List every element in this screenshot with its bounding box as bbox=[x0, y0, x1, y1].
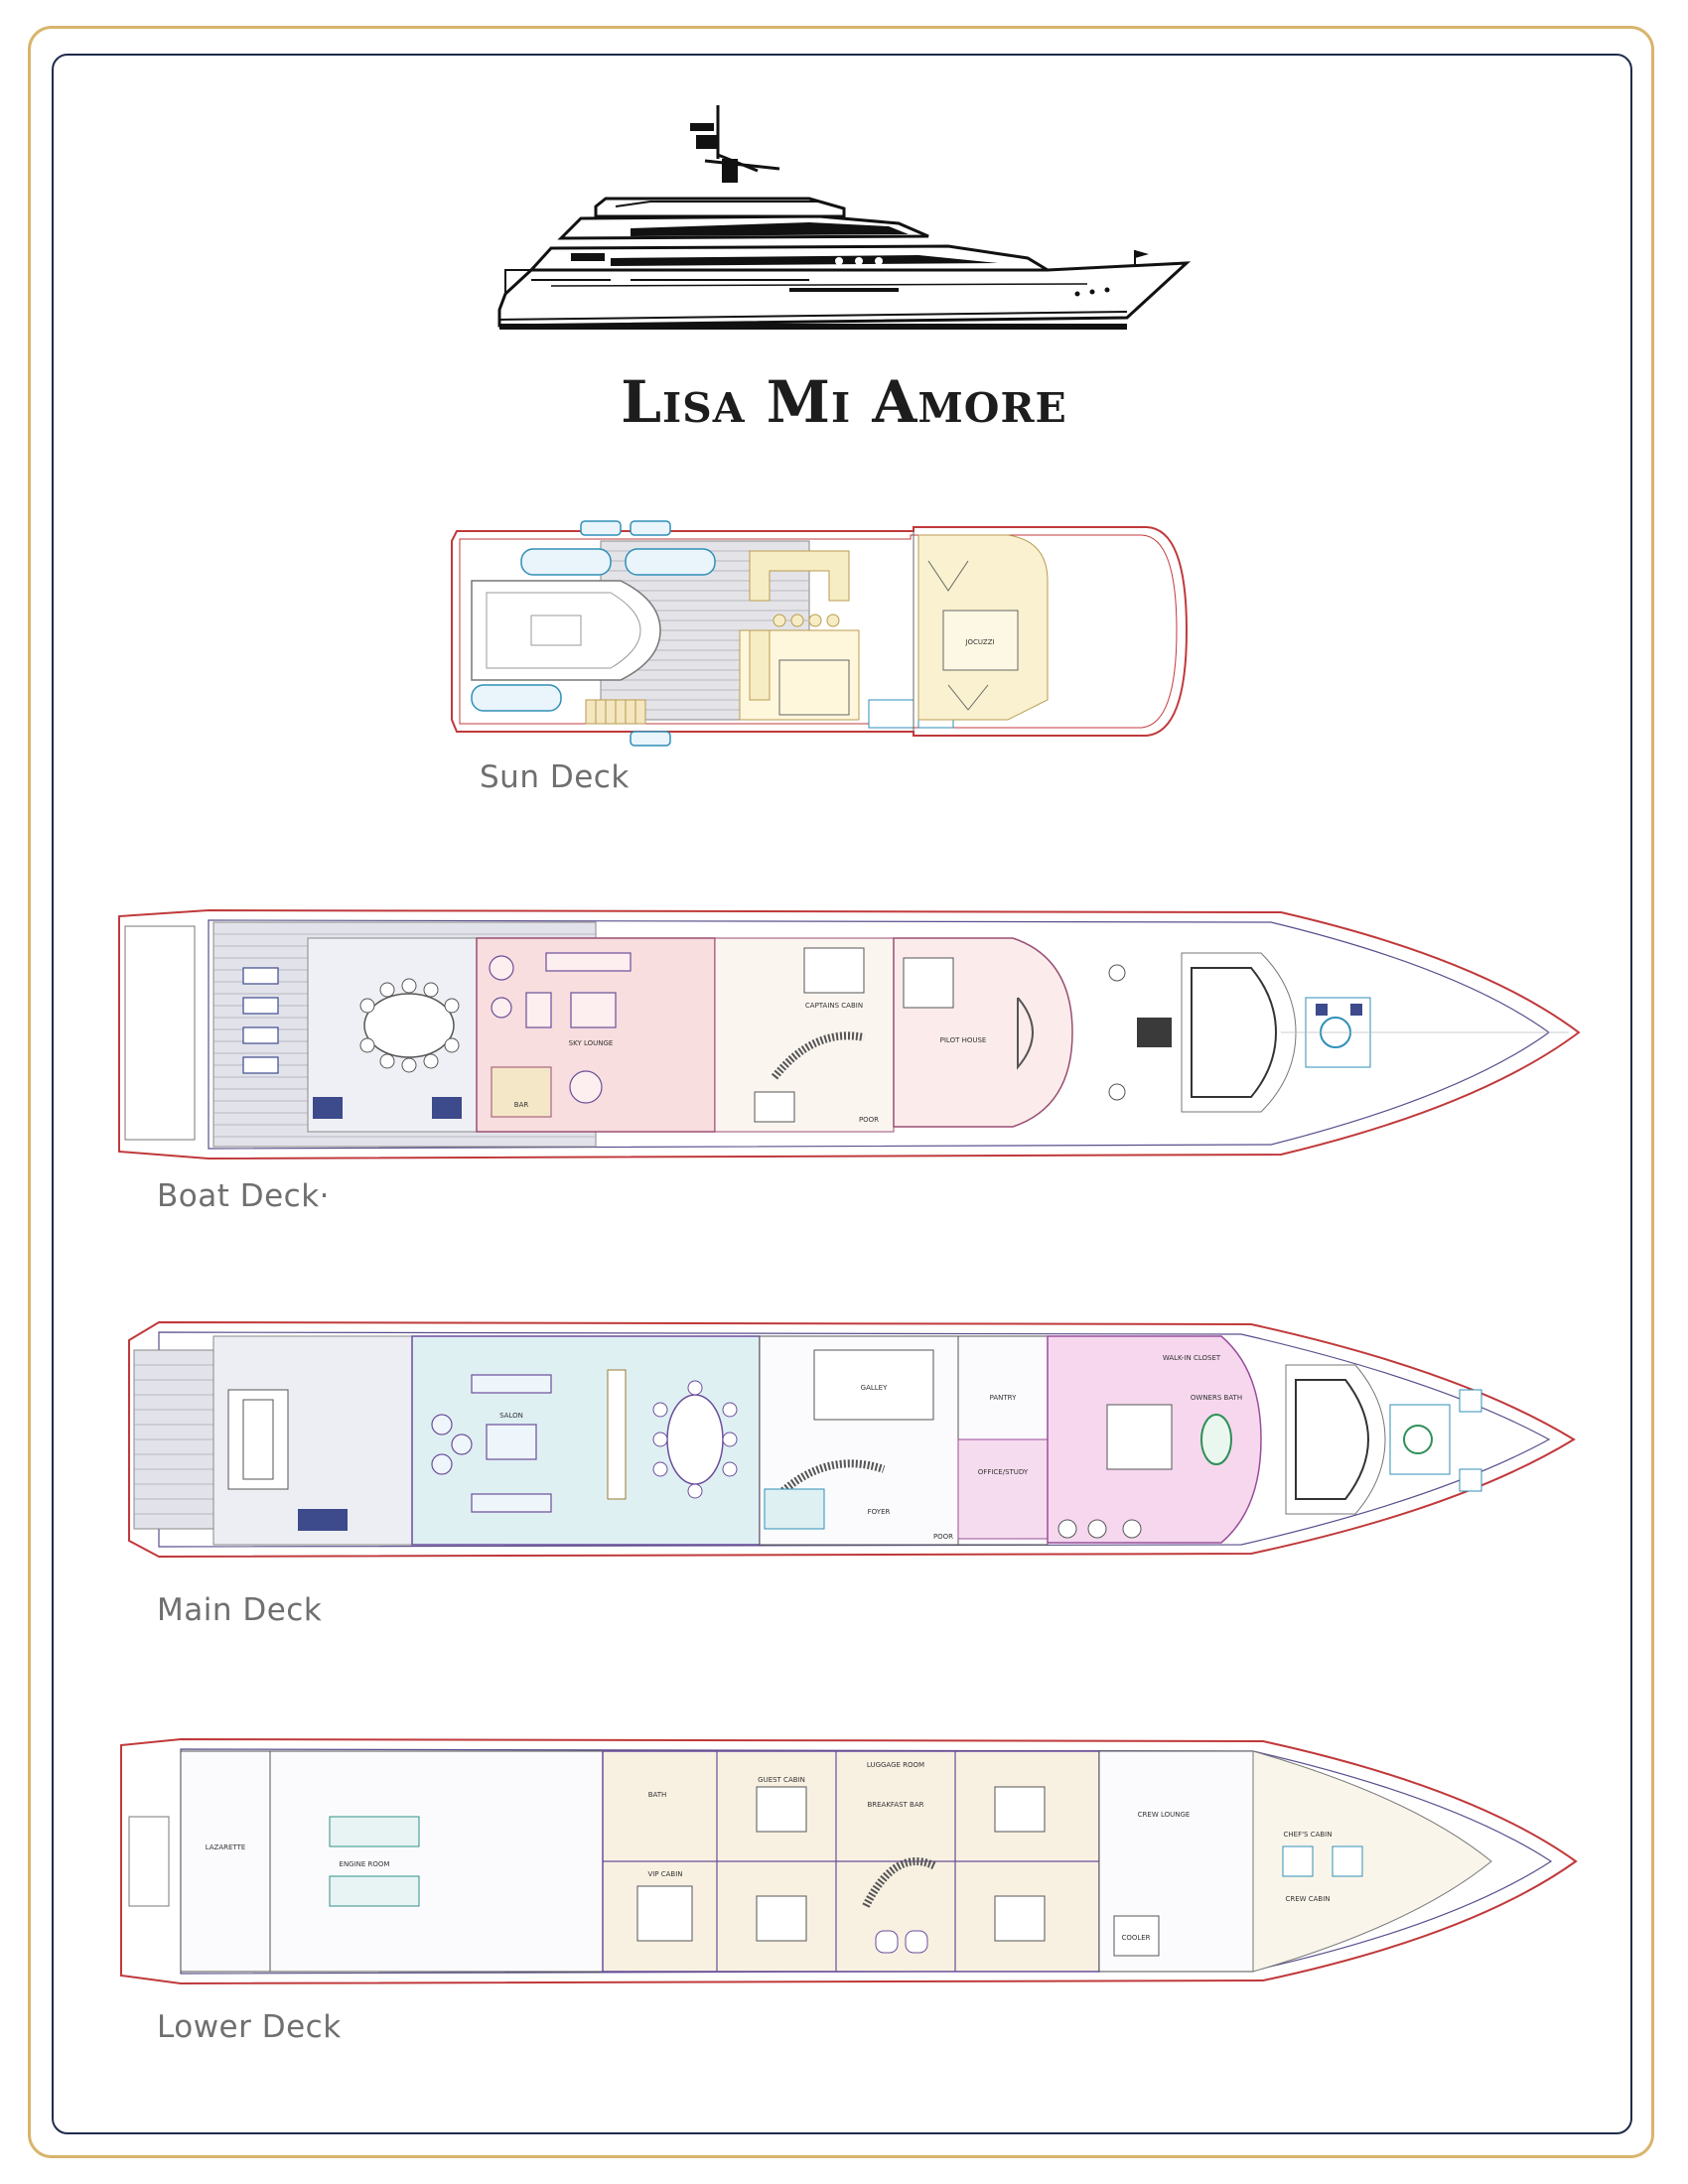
galley-label: GALLEY bbox=[861, 1384, 888, 1392]
deck-label-boat: Boat Deck· bbox=[157, 1178, 331, 1214]
engine-room-label: ENGINE ROOM bbox=[340, 1860, 390, 1868]
cooler-label: COOLER bbox=[1121, 1934, 1150, 1942]
lazarette-label: LAZARETTE bbox=[206, 1843, 246, 1851]
deck-label-lower: Lower Deck bbox=[157, 2009, 342, 2045]
chefs-cabin-label: CHEF'S CABIN bbox=[1284, 1831, 1333, 1839]
lower-deck-plan: LAZARETTE ENGINE ROOM BATH VIP CABIN GUE… bbox=[120, 1737, 1578, 1985]
sun-deck-room-label: JOCUZZI bbox=[964, 638, 994, 646]
boat-deck-powder-label: POOR bbox=[859, 1116, 879, 1124]
sky-lounge-label: SKY LOUNGE bbox=[569, 1039, 614, 1047]
main-deck-plan: SALON GALLEY FOYER POOR PANTRY OFFICE/ST… bbox=[128, 1320, 1576, 1559]
breakfast-bar-label: BREAKFAST BAR bbox=[867, 1801, 923, 1809]
main-deck-powder-label: POOR bbox=[933, 1533, 953, 1541]
yacht-profile-illustration bbox=[497, 105, 1192, 330]
sun-deck-plan: JOCUZZI bbox=[451, 520, 1189, 747]
salon-label: SALON bbox=[499, 1412, 523, 1420]
captains-cabin-label: CAPTAINS CABIN bbox=[805, 1002, 863, 1010]
owners-bath-label: OWNERS BATH bbox=[1191, 1394, 1242, 1402]
guest-cabin-label: GUEST CABIN bbox=[758, 1776, 805, 1784]
luggage-room-label: LUGGAGE ROOM bbox=[867, 1761, 924, 1769]
bar-label: BAR bbox=[514, 1101, 529, 1109]
foyer-label: FOYER bbox=[868, 1508, 891, 1516]
pilot-house-label: PILOT HOUSE bbox=[940, 1036, 987, 1044]
deck-label-main: Main Deck bbox=[157, 1592, 323, 1628]
bath-label: BATH bbox=[648, 1791, 667, 1799]
crew-cabin-label: CREW CABIN bbox=[1285, 1895, 1330, 1903]
vip-cabin-label: VIP CABIN bbox=[647, 1870, 682, 1878]
outer-gold-border bbox=[28, 26, 1654, 2158]
office-study-label: OFFICE/STUDY bbox=[978, 1468, 1029, 1476]
inner-navy-border bbox=[52, 54, 1632, 2134]
yacht-name-title: Lisa Mi Amore bbox=[621, 368, 1067, 436]
boat-deck-plan: SKY LOUNGE BAR CAPTAINS CABIN POOR PILOT… bbox=[118, 908, 1581, 1160]
walk-in-closet-label: WALK-IN CLOSET bbox=[1163, 1354, 1221, 1362]
pantry-label: PANTRY bbox=[990, 1394, 1017, 1402]
deck-label-sun: Sun Deck bbox=[480, 759, 630, 795]
crew-lounge-label: CREW LOUNGE bbox=[1138, 1811, 1191, 1819]
